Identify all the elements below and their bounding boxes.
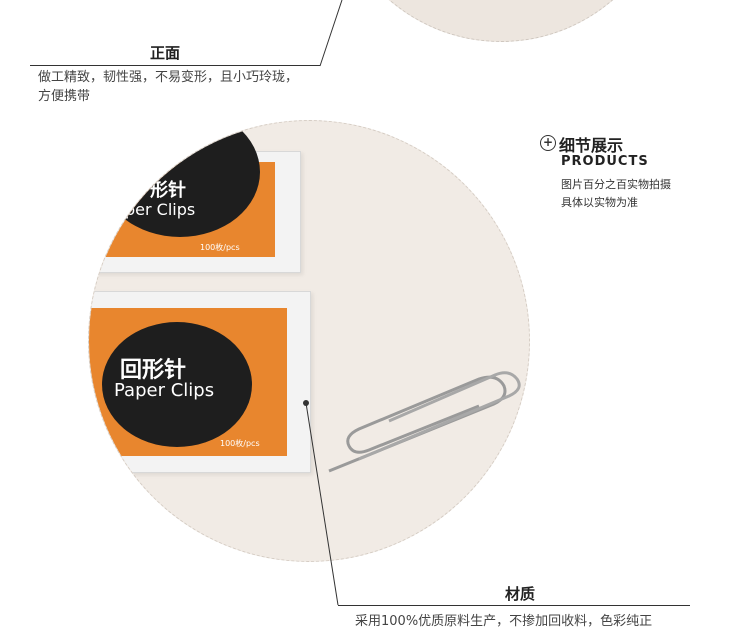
- box-top-english-name: per Clips: [125, 200, 196, 219]
- detail-line2: 具体以实物为准: [561, 196, 638, 209]
- detail-line1: 图片百分之百实物拍摄: [561, 178, 671, 191]
- material-description: 采用100%优质原料生产，不掺加回收料，色彩纯正: [355, 614, 653, 629]
- box-top-dark-badge: [100, 121, 260, 237]
- detail-title: 细节展示: [559, 136, 624, 155]
- box-top-chinese-name: 形针: [150, 180, 186, 201]
- box-front-chinese-name: 回形针: [120, 358, 187, 383]
- main-product-image-circle: 形针 per Clips 100枚/pcs 回形针 Paper Clips 10…: [88, 120, 530, 562]
- material-title: 材质: [505, 585, 536, 603]
- front-description: 做工精致，韧性强，不易变形，且小巧玲珑， 方便携带: [38, 68, 338, 106]
- front-callout-diagonal: [319, 0, 343, 67]
- box-front-dark-badge: [102, 322, 252, 447]
- front-description-line1: 做工精致，韧性强，不易变形，且小巧玲珑，: [38, 70, 299, 85]
- front-title: 正面: [150, 44, 181, 62]
- paper-clip-box-top: 形针 per Clips 100枚/pcs: [89, 121, 301, 273]
- box-front-count: 100枚/pcs: [220, 439, 260, 448]
- paper-clip-box-front: 回形针 Paper Clips 100枚/pcs: [89, 291, 311, 473]
- box-front-orange-label: 回形针 Paper Clips 100枚/pcs: [89, 308, 287, 456]
- detail-subtitle: PRODUCTS: [561, 154, 649, 169]
- box-front-english-name: Paper Clips: [114, 380, 215, 401]
- front-description-line2: 方便携带: [38, 89, 91, 104]
- front-callout-line: [30, 65, 320, 66]
- box-top-orange-label: 形针 per Clips 100枚/pcs: [89, 121, 275, 257]
- material-callout-diagonal: [305, 402, 339, 606]
- material-callout-line: [338, 605, 690, 606]
- box-top-count: 100枚/pcs: [200, 243, 240, 252]
- paper-clips-image: [328, 371, 521, 473]
- top-product-image-circle: [330, 0, 672, 42]
- plus-circle-icon: +: [540, 135, 556, 151]
